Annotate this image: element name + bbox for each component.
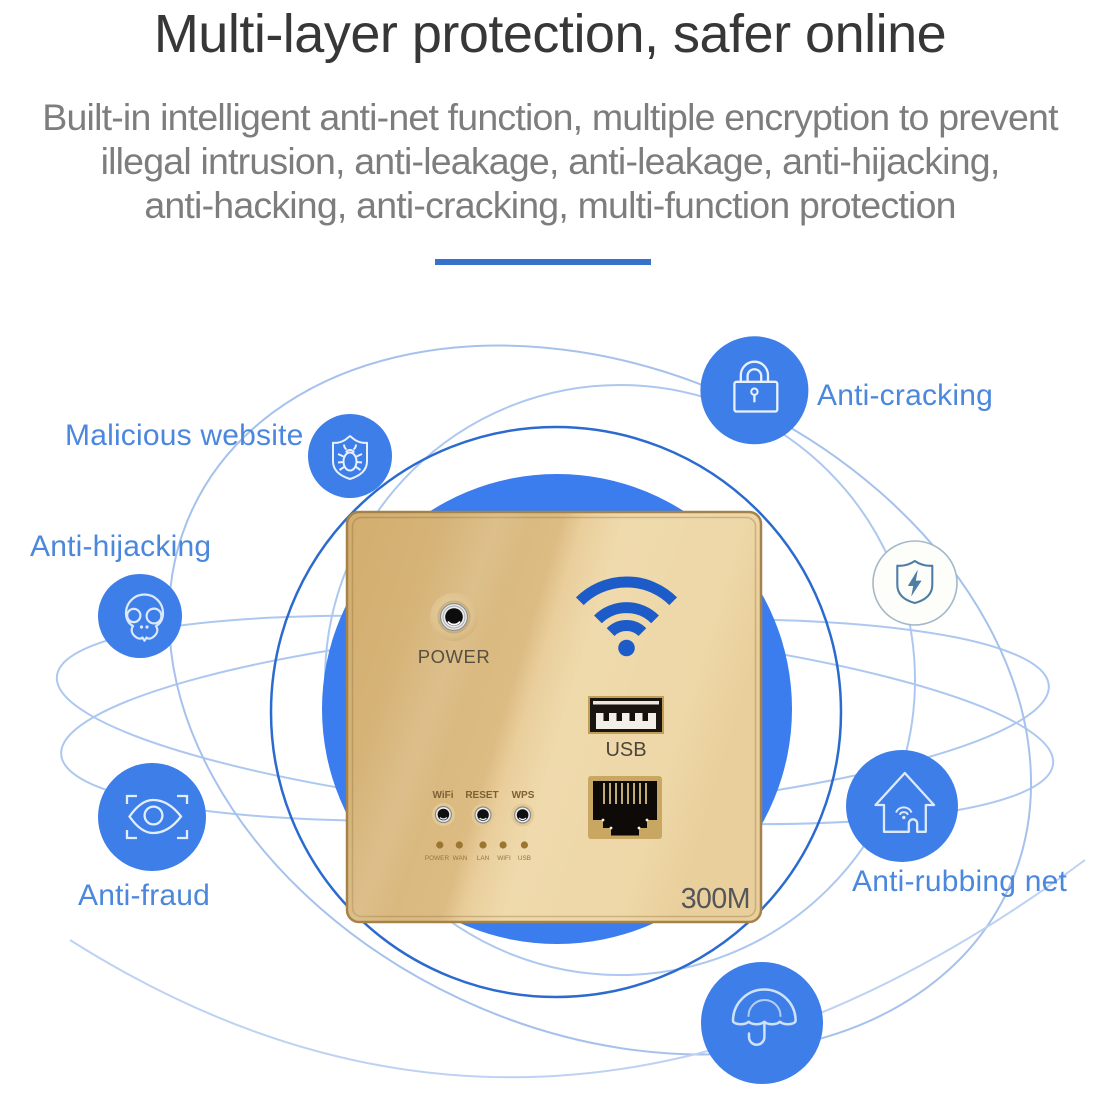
svg-text:LAN: LAN — [477, 855, 490, 862]
svg-text:WPS: WPS — [512, 790, 535, 801]
svg-text:POWER: POWER — [425, 855, 450, 862]
svg-text:WIFI: WIFI — [497, 855, 511, 862]
svg-text:USB: USB — [518, 855, 531, 862]
svg-text:USB: USB — [605, 739, 646, 761]
svg-text:POWER: POWER — [418, 646, 490, 667]
svg-text:WiFi: WiFi — [432, 790, 453, 801]
svg-text:300M: 300M — [681, 883, 750, 915]
svg-text:RESET: RESET — [465, 790, 498, 801]
svg-text:WAN: WAN — [453, 855, 468, 862]
